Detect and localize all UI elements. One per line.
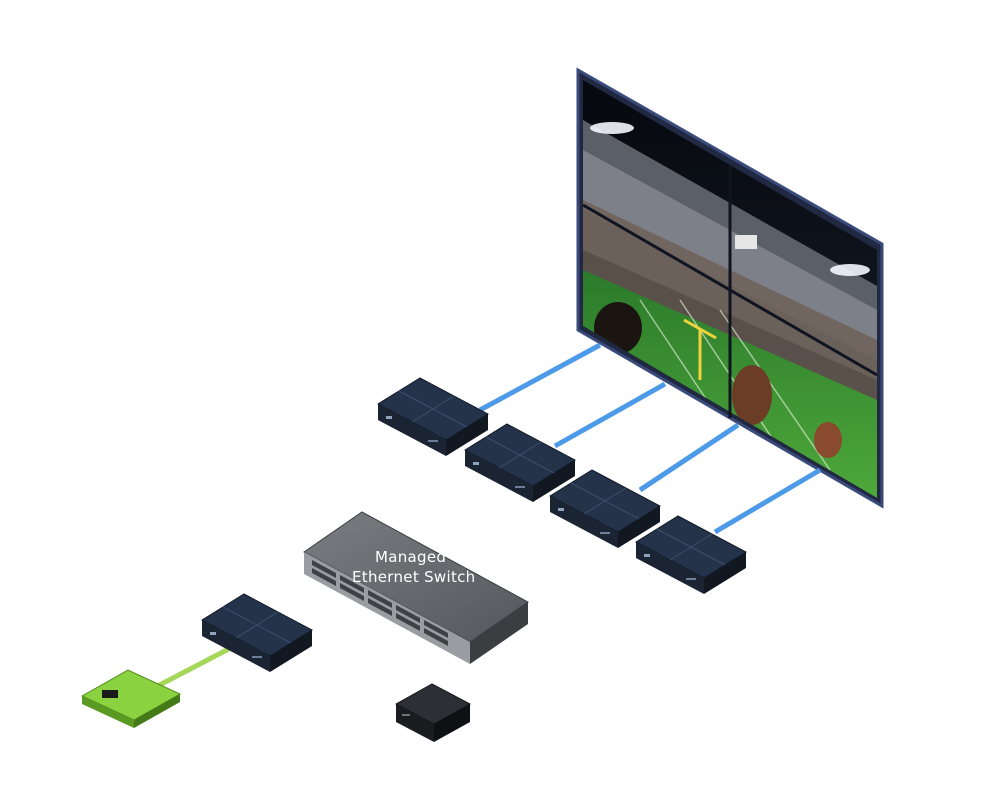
link-source: [148, 639, 244, 693]
links: [148, 342, 822, 693]
link-decoder-1: [478, 342, 602, 413]
link-decoder-2: [553, 381, 667, 449]
decoder-1: [377, 377, 489, 457]
video-wall: [576, 67, 884, 509]
encoder: [201, 593, 313, 673]
link-decoder-3: [638, 422, 740, 493]
switch-label-line2: Ethernet Switch: [352, 568, 475, 586]
source-port-icon: [102, 690, 118, 698]
managed-ethernet-switch: Managed Ethernet Switch: [303, 511, 529, 664]
link-decoder-4: [713, 467, 822, 535]
switch-ports: [312, 560, 448, 646]
source-device: [80, 669, 182, 728]
decoder-3: [549, 469, 661, 549]
mini-pc-controller: [394, 683, 472, 742]
decoder-4: [635, 515, 747, 595]
switch-label-line1: Managed: [375, 548, 446, 566]
